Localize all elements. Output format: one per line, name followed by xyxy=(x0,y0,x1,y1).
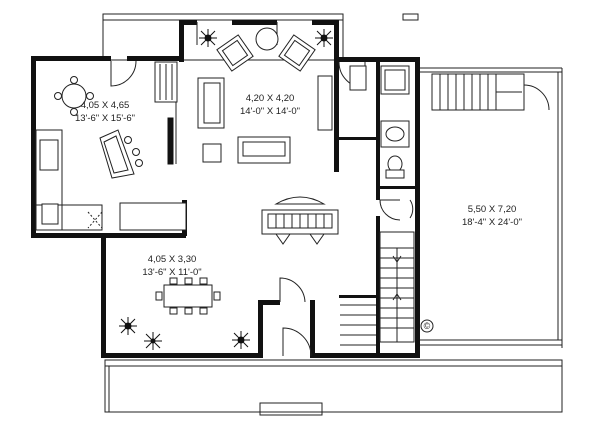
plant-icon xyxy=(119,29,333,350)
living-area-metric: 4,20 X 4,20 xyxy=(246,93,295,104)
garage-stairs xyxy=(431,73,550,111)
garage xyxy=(415,67,563,348)
sofa xyxy=(197,77,225,129)
dining-table xyxy=(155,277,221,315)
fireplace xyxy=(261,196,339,245)
dining-area-imperial: 13'-6" X 11'-0" xyxy=(142,267,201,278)
kitchen-table xyxy=(54,76,94,116)
interior-walls xyxy=(106,62,420,356)
bathroom xyxy=(380,120,410,179)
garage-area-metric: 5,50 X 7,20 xyxy=(468,204,517,215)
kitchen-area-imperial: 13'-6" X 15'-6" xyxy=(75,113,135,124)
door-swings xyxy=(110,22,414,357)
kitchen-island xyxy=(99,129,143,179)
loveseat xyxy=(237,136,291,164)
living-room: 4,20 X 4,20 14'-0" X 14'-0" xyxy=(197,27,333,164)
living-area-imperial: 14'-0" X 14'-0" xyxy=(240,106,300,117)
end-table xyxy=(202,143,222,163)
laundry xyxy=(349,65,410,95)
armchair-right xyxy=(278,34,316,72)
garage-area-imperial: 18'-4" X 24'-0" xyxy=(462,217,522,228)
copyright-circle xyxy=(420,319,434,333)
armchair-left xyxy=(216,34,254,72)
tv-cabinet xyxy=(317,75,333,131)
copyright-mark: © xyxy=(424,321,431,331)
kitchen: 4,05 X 4,65 13'-6" X 15'-6" xyxy=(35,61,187,231)
kitchen-area-metric: 4,05 X 4,65 xyxy=(81,100,130,111)
pantry xyxy=(154,61,178,103)
round-side-table xyxy=(255,27,279,51)
dining-area-metric: 4,05 X 3,30 xyxy=(148,254,197,265)
main-stairs xyxy=(340,231,415,346)
front-porch xyxy=(104,359,563,416)
